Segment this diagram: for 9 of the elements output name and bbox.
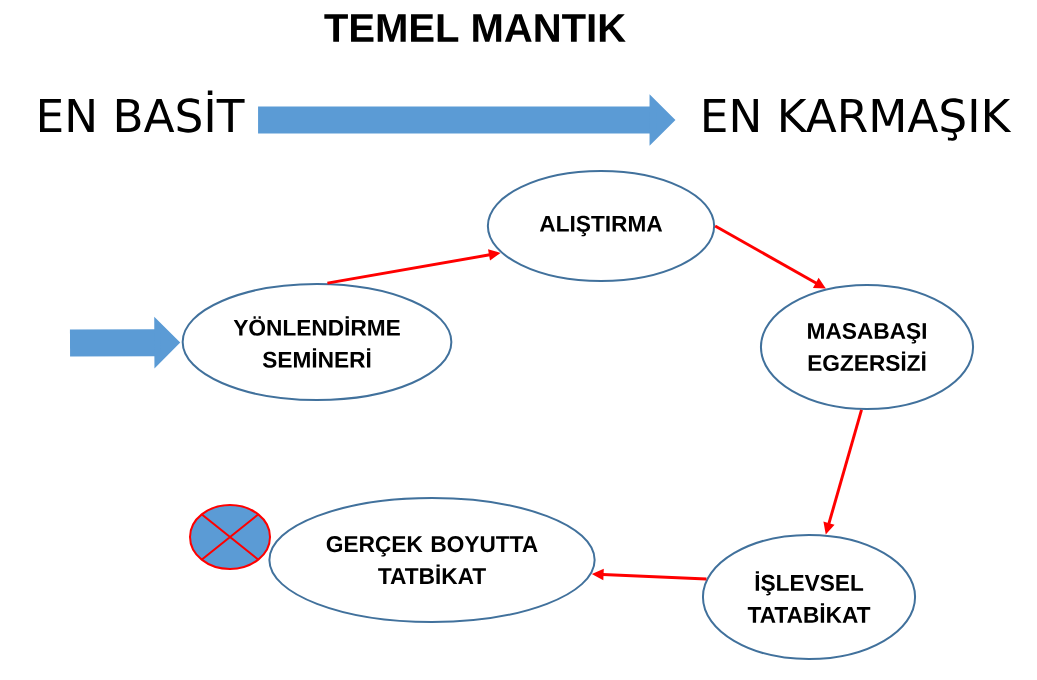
crossed-circle bbox=[189, 504, 271, 570]
scale-label: EN BASİT bbox=[40, 90, 245, 133]
ellipse-node: İŞLEVSEL TATABİKAT bbox=[701, 534, 917, 660]
title: TEMEL MANTIK bbox=[324, 14, 626, 42]
scale-label: EN KARMAŞIK bbox=[704, 98, 1012, 141]
ellipse-node: ALIŞTIRMA bbox=[486, 170, 716, 282]
ellipse-node: GERÇEK BOYUTTA TATBİKAT bbox=[268, 497, 596, 623]
ellipse-node: YÖNLENDİRME SEMİNERİ bbox=[181, 283, 453, 401]
ellipse-node: MASABAŞI EGZERSİZİ bbox=[759, 284, 975, 410]
